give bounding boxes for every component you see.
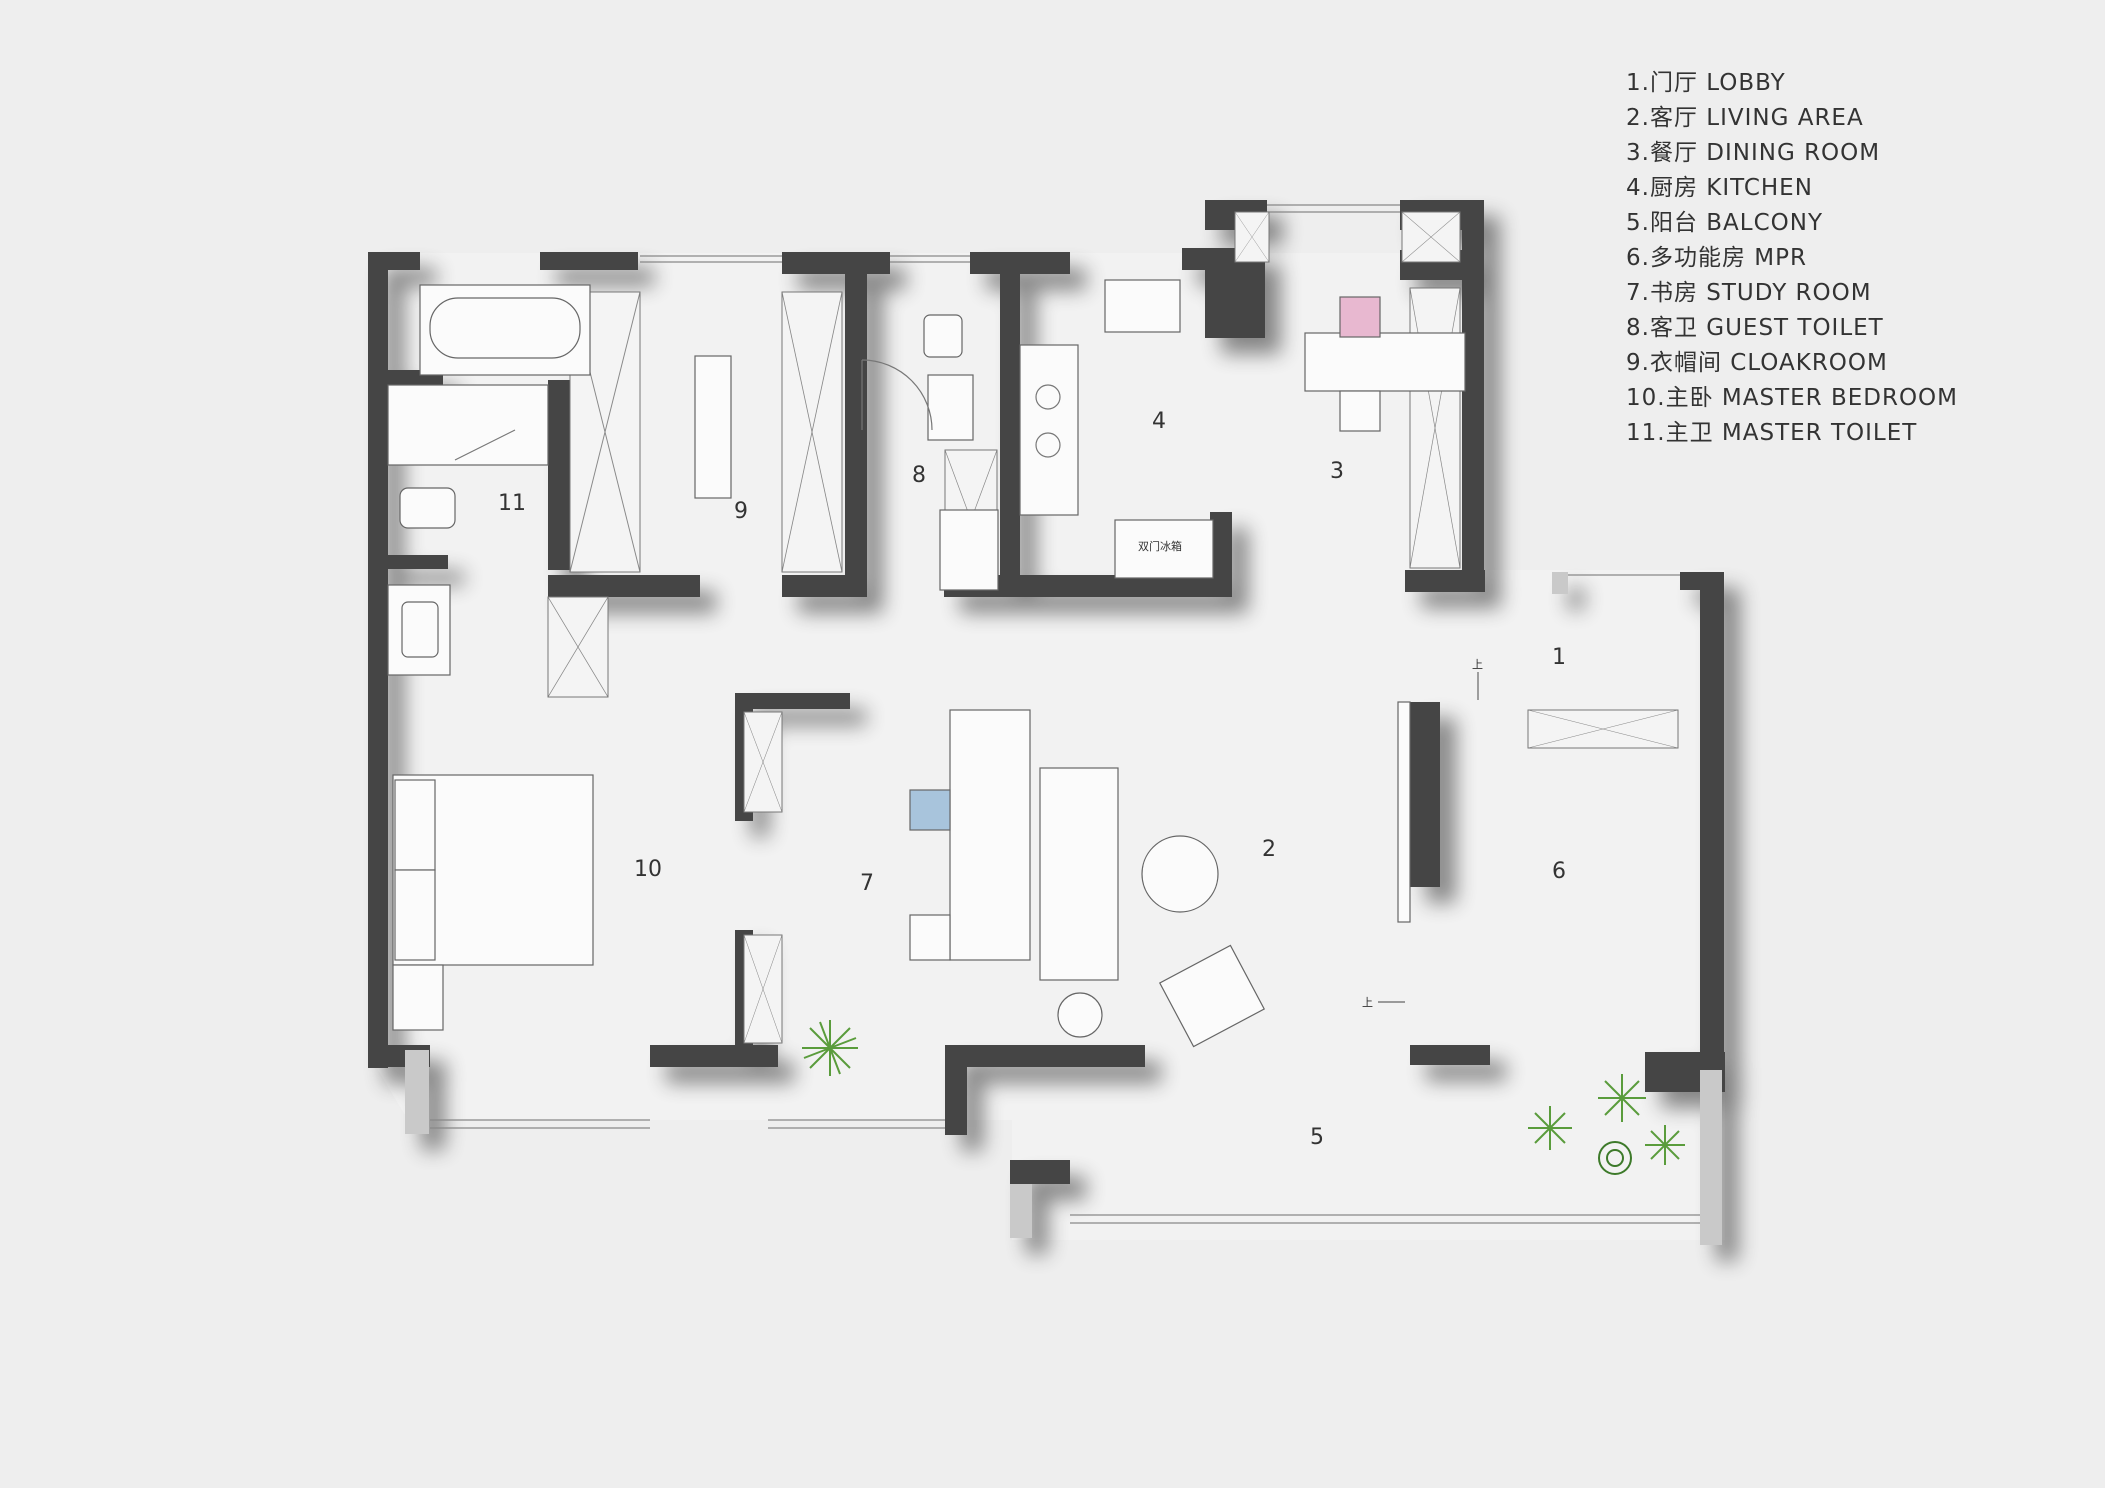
doors xyxy=(861,359,933,431)
cloak-island xyxy=(694,355,732,499)
plants xyxy=(802,1020,1685,1175)
windows xyxy=(430,204,1700,1224)
room-label-5: 5 xyxy=(1310,1125,1324,1150)
legend-item-kitchen: 4.厨房 KITCHEN xyxy=(1626,175,1813,201)
room-labels: 1 2 3 4 5 6 7 8 9 10 11 xyxy=(498,409,1566,1150)
legend-item-guest-toilet: 8.客卫 GUEST TOILET xyxy=(1626,315,1884,341)
dining-chair xyxy=(1339,296,1381,338)
fixtures xyxy=(387,279,1466,1048)
legend-item-dining-room: 3.餐厅 DINING ROOM xyxy=(1626,140,1881,166)
legend-item-mpr: 6.多功能房 MPR xyxy=(1626,245,1807,271)
floor-area xyxy=(372,253,1725,1240)
study-desk xyxy=(949,709,1031,961)
armchair xyxy=(1158,944,1266,1048)
sofa xyxy=(1039,767,1119,981)
room-label-11: 11 xyxy=(498,491,526,516)
room-legend: 1.门厅 LOBBY 2.客厅 LIVING AREA 3.餐厅 DINING … xyxy=(1626,66,1958,451)
room-label-10: 10 xyxy=(634,857,662,882)
up-arrow-label-1: 上 xyxy=(1472,658,1483,671)
wall-left xyxy=(368,252,388,1068)
legend-item-balcony: 5.阳台 BALCONY xyxy=(1626,210,1823,236)
annotations: 上 上 双门冰箱 xyxy=(1138,539,1483,1009)
room-label-2: 2 xyxy=(1262,837,1276,862)
room-label-8: 8 xyxy=(912,463,926,488)
legend-item-study-room: 7.书房 STUDY ROOM xyxy=(1626,280,1872,306)
room-label-3: 3 xyxy=(1330,459,1344,484)
legend-item-living-area: 2.客厅 LIVING AREA xyxy=(1626,105,1864,131)
legend-item-master-toilet: 11.主卫 MASTER TOILET xyxy=(1626,420,1918,446)
room-label-9: 9 xyxy=(734,499,748,524)
room-label-6: 6 xyxy=(1552,859,1566,884)
room-label-4: 4 xyxy=(1152,409,1166,434)
study-chair xyxy=(909,789,951,831)
room-label-7: 7 xyxy=(860,871,874,896)
room-label-1: 1 xyxy=(1552,645,1566,670)
legend-item-master-bedroom: 10.主卧 MASTER BEDROOM xyxy=(1626,385,1958,411)
legend-item-cloakroom: 9.衣帽间 CLOAKROOM xyxy=(1626,350,1888,376)
fridge xyxy=(1114,519,1214,579)
coffee-table xyxy=(1141,835,1219,913)
up-arrow-label-2: 上 xyxy=(1362,996,1373,1009)
fridge-label: 双门冰箱 xyxy=(1138,539,1182,553)
legend-item-lobby: 1.门厅 LOBBY xyxy=(1626,70,1786,96)
dining-table xyxy=(1304,332,1466,392)
